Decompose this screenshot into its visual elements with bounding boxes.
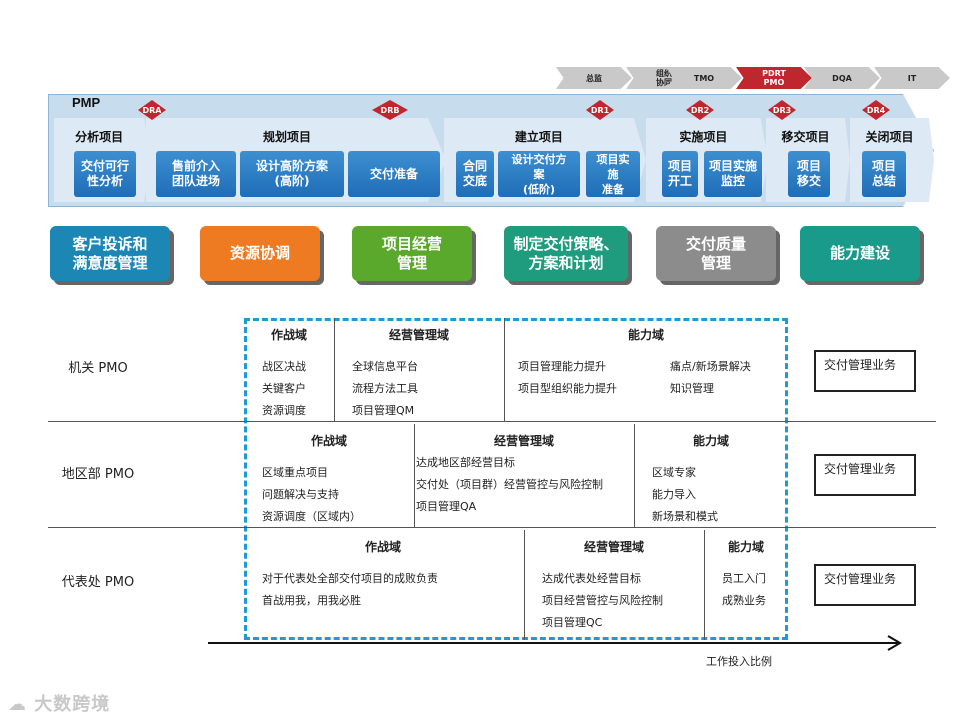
domain-title-2-0: 作战域	[364, 540, 401, 554]
dashed-focus-region	[244, 318, 788, 640]
phase-label-0: 分析项目	[75, 130, 124, 144]
stage-6: 项目实施准备	[586, 151, 640, 197]
stage-9: 项目移交	[788, 151, 830, 197]
phase-label-2: 建立项目	[514, 130, 563, 144]
axis-label: 工作投入比例	[706, 655, 772, 668]
domain-item-0-2-0: 项目管理能力提升	[518, 360, 606, 373]
gate-dr1: DR1	[586, 100, 614, 120]
domain-title-1-2: 能力域	[692, 434, 729, 448]
domain-item-0-1-1: 流程方法工具	[352, 382, 418, 395]
stage-5: 设计交付方案(低阶)	[498, 151, 580, 197]
col-divider-0-0	[334, 318, 335, 421]
domain-item-2-1-0: 达成代表处经营目标	[542, 572, 641, 585]
domain-item-0-0-2: 资源调度	[262, 404, 306, 417]
work-ratio-axis	[208, 635, 902, 651]
gate-drb: DRB	[372, 100, 408, 120]
capability-4: 交付质量管理	[656, 226, 776, 281]
capability-5: 能力建设	[800, 226, 920, 281]
phase-label-1: 规划项目	[262, 130, 311, 144]
watermark-text: 大数跨境	[34, 694, 111, 715]
top-chevron-4: DQA	[804, 67, 880, 89]
top-chevron-0: 总监	[556, 67, 632, 89]
col-divider-0-1	[504, 318, 505, 421]
top-chevron-2: TMO	[666, 67, 742, 89]
stage-10: 项目总结	[862, 151, 906, 197]
domain-title-0-2: 能力域	[627, 328, 664, 342]
domain-title-1-1: 经营管理域	[493, 434, 554, 448]
stage-0: 交付可行性分析	[74, 151, 136, 197]
top-chevron-5: IT	[874, 67, 950, 89]
stage-3: 交付准备	[348, 151, 440, 197]
stage-4: 合同交底	[456, 151, 494, 197]
pmp-title: PMP	[72, 95, 101, 110]
domain-item-0-1-0: 全球信息平台	[352, 360, 418, 373]
domain-item-1-0-2: 资源调度（区域内）	[262, 510, 361, 523]
domain-item-1-0-0: 区域重点项目	[262, 466, 328, 479]
domain-title-0-1: 经营管理域	[388, 328, 449, 342]
row-label-2: 代表处 PMO	[61, 575, 135, 590]
domain-item-1-1-1: 交付处（项目群）经营管控与风险控制	[416, 478, 603, 491]
phase-label-3: 实施项目	[679, 130, 728, 144]
domain-item-0-0-0: 战区决战	[262, 360, 306, 373]
capability-2: 项目经营管理	[352, 226, 472, 281]
capability-1: 资源协调	[200, 226, 320, 281]
domain-item-2-2-0: 员工入门	[722, 572, 766, 585]
domain-title-1-0: 作战域	[310, 434, 347, 448]
domain-item-0-2-1: 项目型组织能力提升	[518, 382, 617, 395]
stage-7: 项目开工	[662, 151, 698, 197]
domain-item-2-0-1: 首战用我，用我必胜	[262, 594, 361, 607]
col-divider-1-0	[414, 424, 415, 527]
gate-dr3: DR3	[768, 100, 796, 120]
domain-item-2-2-1: 成熟业务	[722, 594, 766, 607]
watermark: ☁ 大数跨境	[8, 694, 111, 715]
domain-item-1-0-1: 问题解决与支持	[262, 488, 339, 501]
gate-dra: DRA	[138, 100, 166, 120]
domain-item-1-2-0: 区域专家	[652, 466, 696, 479]
row-divider-1	[48, 527, 936, 528]
domain-item-2-1-2: 项目管理QC	[542, 616, 603, 629]
col-divider-1-1	[634, 424, 635, 527]
domain-item-0-0-1: 关键客户	[262, 382, 306, 395]
gate-dr2: DR2	[686, 100, 714, 120]
row-label-1: 地区部 PMO	[61, 467, 135, 482]
stage-8: 项目实施监控	[704, 151, 762, 197]
col-divider-2-1	[704, 530, 705, 640]
capability-3: 制定交付策略、方案和计划	[504, 226, 628, 281]
domain-title-2-1: 经营管理域	[583, 540, 644, 554]
business-box-2: 交付管理业务	[814, 564, 916, 606]
stage-1: 售前介入团队进场	[156, 151, 236, 197]
domain-title-0-0: 作战域	[270, 328, 307, 342]
row-divider-0	[48, 421, 936, 422]
stage-2: 设计高阶方案(高阶)	[240, 151, 344, 197]
domain-item-2-0-0: 对于代表处全部交付项目的成败负责	[262, 572, 438, 585]
col-divider-2-0	[524, 530, 525, 640]
business-box-0: 交付管理业务	[814, 350, 916, 392]
gate-dr4: DR4	[862, 100, 890, 120]
phase-label-5: 关闭项目	[865, 130, 914, 144]
domain-item-1-1-2: 项目管理QA	[416, 500, 477, 513]
domain-item-1-1-0: 达成地区部经营目标	[416, 456, 515, 469]
domain-item-1-2-1: 能力导入	[652, 488, 696, 501]
domain-item-2-1-1: 项目经营管控与风险控制	[542, 594, 663, 607]
phase-label-4: 移交项目	[781, 130, 830, 144]
domain-item-0-2-3: 知识管理	[670, 382, 714, 395]
capability-0: 客户投诉和满意度管理	[50, 226, 170, 281]
domain-item-0-1-2: 项目管理QM	[352, 404, 415, 417]
domain-title-2-2: 能力域	[727, 540, 764, 554]
domain-item-0-2-2: 痛点/新场景解决	[670, 360, 751, 373]
domain-item-1-2-2: 新场景和模式	[652, 510, 718, 523]
row-label-0: 机关 PMO	[68, 361, 128, 376]
business-box-1: 交付管理业务	[814, 454, 916, 496]
